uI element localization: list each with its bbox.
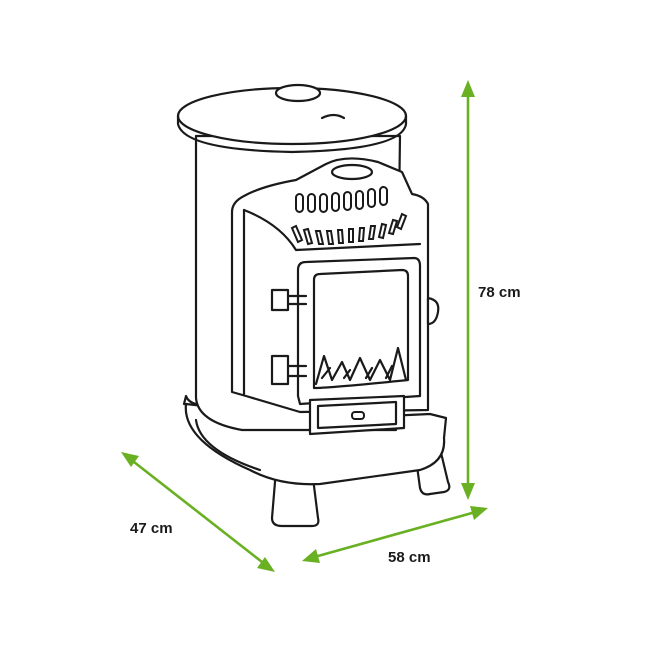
stove-door-glass xyxy=(312,268,410,390)
door-hinges xyxy=(270,288,308,386)
flame-grate xyxy=(314,346,408,386)
lower-vent-slots xyxy=(290,212,408,246)
height-dimension-arrow xyxy=(461,80,475,500)
drawer-handle xyxy=(351,411,365,420)
height-label: 78 cm xyxy=(478,284,521,301)
stove-top-knob xyxy=(274,83,322,103)
depth-label: 47 cm xyxy=(130,520,173,537)
width-dimension-arrow xyxy=(302,506,488,563)
depth-dimension-arrow xyxy=(121,452,275,572)
upper-vent-slots xyxy=(295,186,388,213)
width-label: 58 cm xyxy=(388,549,431,566)
side-handle xyxy=(426,296,440,326)
